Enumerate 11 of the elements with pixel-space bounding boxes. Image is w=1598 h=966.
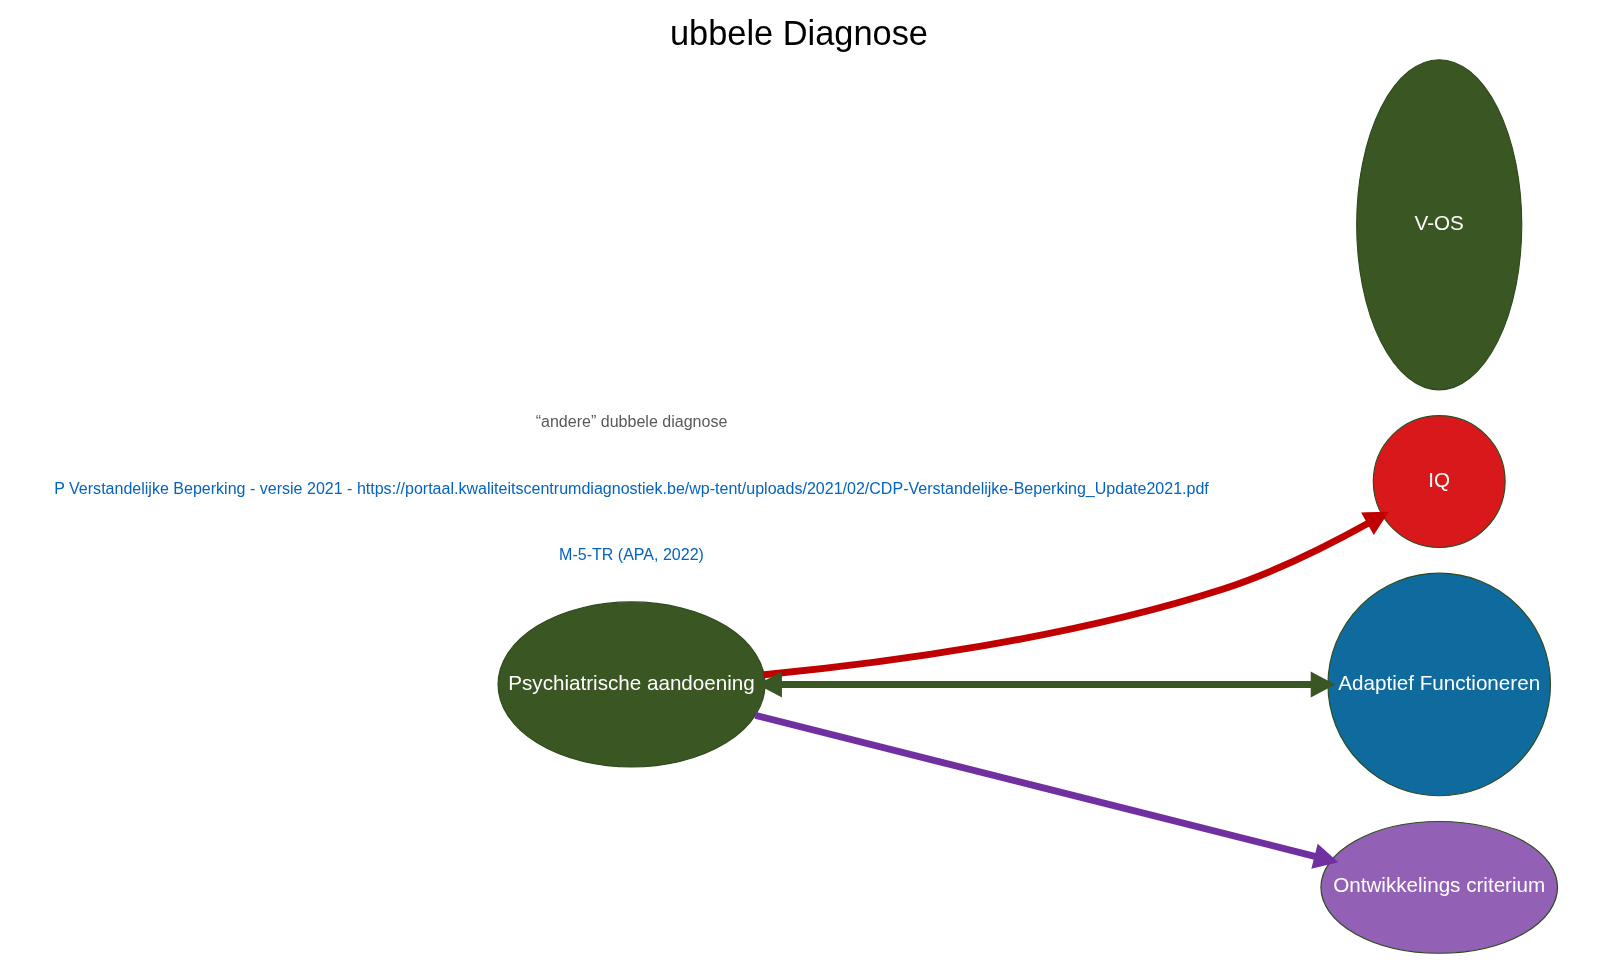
diagram-title: ubbele Diagnose <box>669 13 928 52</box>
node-ellipse: Psychiatrische aandoening <box>497 601 766 768</box>
arrow <box>763 511 1389 679</box>
label: P Verstandelijke Beperking - versie 2021 - https://portaal.kwaliteitscentrumdiagnostiek.be/wp-tent/uploads/2021/02/CDP-Verstandelijke-Beperking_Update2021.pdf <box>54 478 1209 497</box>
label: M-5-TR (APA, 2022) <box>559 545 704 564</box>
node-circle: Adaptief Functioneren <box>1327 572 1552 797</box>
node-ellipse: Ontwikkelings criterium <box>1320 820 1559 954</box>
arrow <box>754 712 1339 869</box>
label: “andere” dubbele diagnose <box>535 412 728 431</box>
node-ellipse: V-OS <box>1356 59 1523 391</box>
node-circle: IQ <box>1372 415 1506 549</box>
